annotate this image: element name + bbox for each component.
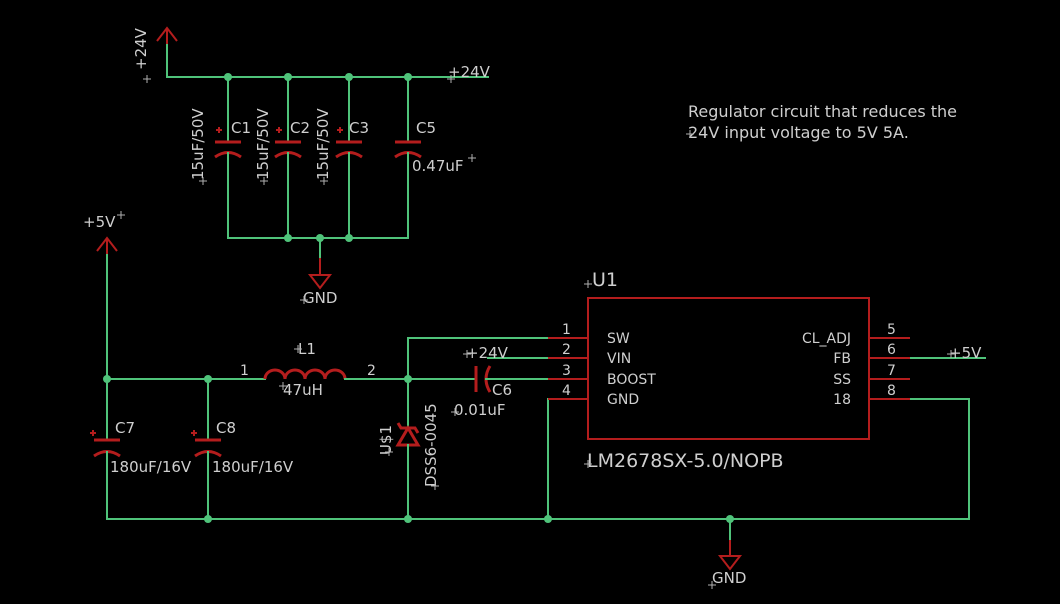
u1-pin5-label: CL_ADJ <box>802 331 851 347</box>
c8-value: 180uF/16V <box>212 458 294 476</box>
l1-name: L1 <box>298 340 316 358</box>
net-label-24v: +24V <box>448 63 491 81</box>
u1-pin1-num: 1 <box>562 322 571 338</box>
junction-dot <box>224 73 232 81</box>
c2-name: C2 <box>290 119 310 137</box>
net-label-24v-boost: +24V <box>466 344 509 362</box>
c1-value: 15uF/50V <box>189 108 207 180</box>
l1-pin2: 2 <box>367 363 376 379</box>
junction-dot <box>404 515 412 523</box>
u1-pin6-num: 6 <box>887 342 896 358</box>
d1-name: U$1 <box>377 425 395 455</box>
net-label-24v-supply: +24V <box>132 27 150 70</box>
u1-pin1-label: SW <box>607 331 630 347</box>
diode-dss6 <box>395 419 421 456</box>
capacitor-c2 <box>274 119 302 176</box>
capacitor-c3 <box>335 119 363 176</box>
net-label-gnd-top: GND <box>303 289 337 307</box>
d1-value: DSS6-0045 <box>422 403 440 487</box>
net-label-gnd-bottom: GND <box>712 569 746 587</box>
u1-pin4-label: GND <box>607 392 639 408</box>
c2-value: 15uF/50V <box>254 108 272 180</box>
u1-value: LM2678SX-5.0/NOPB <box>587 450 784 472</box>
junction-dot <box>284 73 292 81</box>
junction-dot <box>284 234 292 242</box>
capacitor-c5 <box>394 119 422 176</box>
u1-pin8-num: 8 <box>887 383 896 399</box>
u1-pin6-label: FB <box>833 351 851 367</box>
u1-pin7-num: 7 <box>887 363 896 379</box>
c7-name: C7 <box>115 419 135 437</box>
junction-dot <box>204 375 212 383</box>
junction-dot <box>726 515 734 523</box>
junction-dot <box>544 515 552 523</box>
supply-5v-symbol <box>96 236 118 254</box>
u1-pin3-num: 3 <box>562 363 571 379</box>
u1-name: U1 <box>592 269 618 291</box>
c8-name: C8 <box>216 419 236 437</box>
junction-dot <box>404 73 412 81</box>
junction-dot <box>345 73 353 81</box>
l1-pin1: 1 <box>240 363 249 379</box>
u1-pin2-num: 2 <box>562 342 571 358</box>
capacitor-c8 <box>191 419 222 471</box>
note-line-2: 24V input voltage to 5V 5A. <box>688 123 909 142</box>
u1-pin3-label: BOOST <box>607 372 656 388</box>
note-line-1: Regulator circuit that reduces the <box>688 102 957 121</box>
junctions <box>103 73 734 523</box>
c6-name: C6 <box>492 381 512 399</box>
gnd-symbol-top <box>307 258 333 290</box>
c3-name: C3 <box>349 119 369 137</box>
junction-dot <box>204 515 212 523</box>
u1-pin5-num: 5 <box>887 322 896 338</box>
u1-pin2-label: VIN <box>607 351 631 367</box>
capacitor-c6 <box>469 365 493 393</box>
junction-dot <box>404 375 412 383</box>
net-label-5v-supply: +5V <box>83 213 116 231</box>
net-label-5v: +5V <box>949 344 982 362</box>
u1-pin7-label: SS <box>833 372 851 388</box>
ic-u1 <box>548 297 910 440</box>
u1-pin8-label: 18 <box>833 392 851 408</box>
c5-value: 0.47uF <box>412 157 464 175</box>
c7-value: 180uF/16V <box>110 458 192 476</box>
origin-markers <box>117 75 955 589</box>
c3-value: 15uF/50V <box>314 108 332 180</box>
gnd-symbol-bottom <box>717 540 743 571</box>
c6-value: 0.01uF <box>454 401 506 419</box>
c1-name: C1 <box>231 119 251 137</box>
capacitor-c7 <box>90 419 121 471</box>
inductor-l1 <box>229 368 386 380</box>
junction-dot <box>103 375 111 383</box>
capacitor-c1 <box>214 119 242 176</box>
supply-24v-symbol <box>156 26 178 44</box>
l1-value: 47uH <box>283 381 323 399</box>
u1-pin4-num: 4 <box>562 383 571 399</box>
junction-dot <box>316 234 324 242</box>
junction-dot <box>345 234 353 242</box>
c5-name: C5 <box>416 119 436 137</box>
